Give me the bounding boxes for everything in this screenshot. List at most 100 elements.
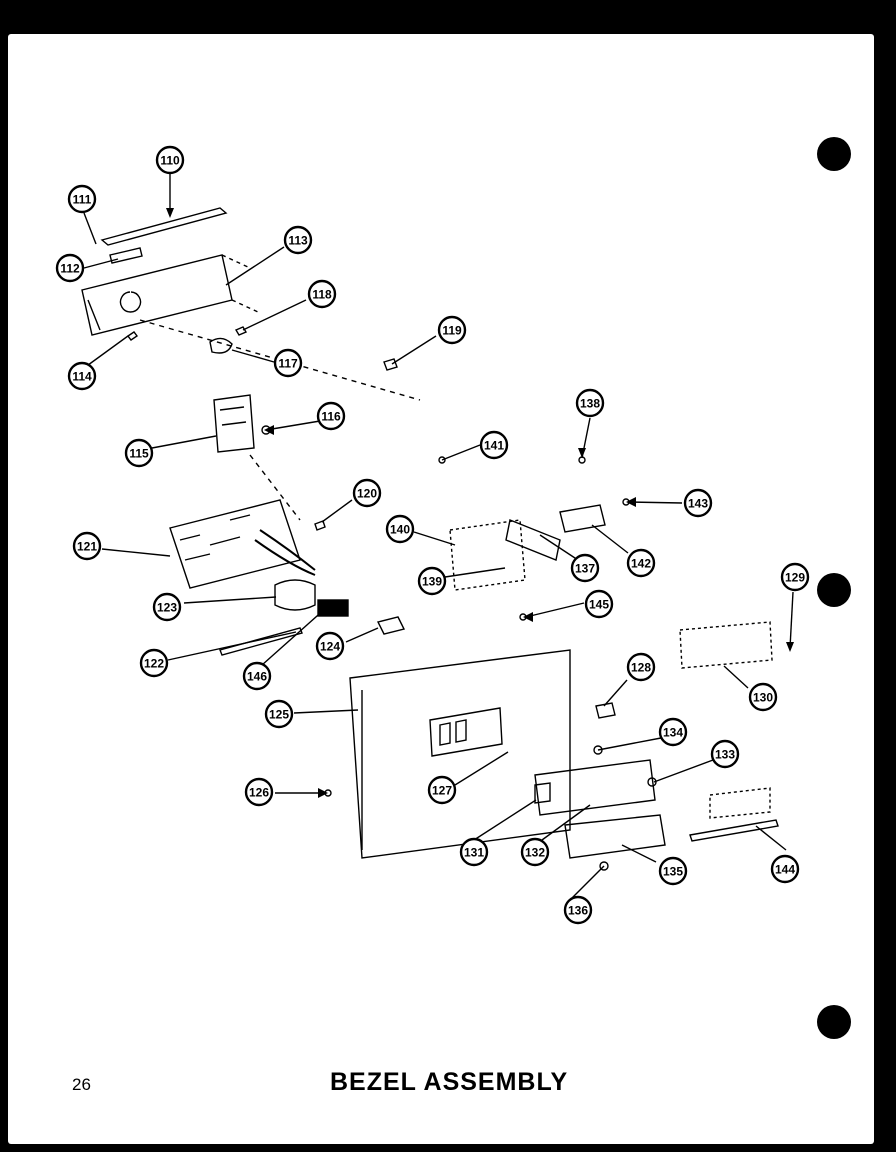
callout-circle xyxy=(748,682,778,712)
callout-130: 130 xyxy=(748,682,778,712)
callout-circle xyxy=(710,739,740,769)
callout-label: 116 xyxy=(321,410,341,424)
callout-label: 142 xyxy=(631,557,651,571)
callout-142: 142 xyxy=(626,548,656,578)
callout-140: 140 xyxy=(385,514,415,544)
binder-hole-top xyxy=(817,137,851,171)
diagram-title: BEZEL ASSEMBLY xyxy=(330,1068,569,1096)
callout-label: 126 xyxy=(249,786,269,800)
callout-circle xyxy=(155,145,185,175)
callout-136: 136 xyxy=(563,895,593,925)
callout-circle xyxy=(770,854,800,884)
callout-134: 134 xyxy=(658,717,688,747)
callout-144: 144 xyxy=(770,854,800,884)
callout-label: 138 xyxy=(580,397,600,411)
page-number: 26 xyxy=(72,1075,91,1094)
callout-146: 146 xyxy=(242,661,272,691)
callout-label: 139 xyxy=(422,575,442,589)
callout-circle xyxy=(437,315,467,345)
callout-label: 115 xyxy=(129,447,149,461)
callout-115: 115 xyxy=(124,438,154,468)
callout-label: 143 xyxy=(688,497,708,511)
binder-hole-bottom xyxy=(817,1005,851,1039)
callout-132: 132 xyxy=(520,837,550,867)
callout-circle xyxy=(479,430,509,460)
callout-circle xyxy=(683,488,713,518)
callout-circle xyxy=(67,361,97,391)
callout-label: 120 xyxy=(357,487,377,501)
binder-hole-middle xyxy=(817,573,851,607)
callout-circle xyxy=(283,225,313,255)
callout-label: 124 xyxy=(320,640,340,654)
callout-circle xyxy=(563,895,593,925)
callout-118: 118 xyxy=(307,279,337,309)
callout-circle xyxy=(352,478,382,508)
callout-122: 122 xyxy=(139,648,169,678)
callout-label: 140 xyxy=(390,523,410,537)
callout-label: 112 xyxy=(60,262,80,276)
callout-circle xyxy=(139,648,169,678)
callout-circle xyxy=(124,438,154,468)
callout-circle xyxy=(520,837,550,867)
callout-circle xyxy=(307,279,337,309)
callout-circle xyxy=(385,514,415,544)
callout-label: 137 xyxy=(575,562,595,576)
callout-label: 114 xyxy=(72,370,92,384)
callout-126: 126 xyxy=(244,777,274,807)
callout-circle xyxy=(427,775,457,805)
callout-label: 129 xyxy=(785,571,805,585)
callout-circle xyxy=(273,348,303,378)
callout-label: 146 xyxy=(247,670,267,684)
callout-133: 133 xyxy=(710,739,740,769)
callout-label: 123 xyxy=(157,601,177,615)
callout-label: 122 xyxy=(144,657,164,671)
callout-label: 135 xyxy=(663,865,683,879)
callout-141: 141 xyxy=(479,430,509,460)
callout-label: 118 xyxy=(312,288,332,302)
callout-label: 141 xyxy=(484,439,504,453)
callout-label: 128 xyxy=(631,661,651,675)
callout-label: 131 xyxy=(464,846,484,860)
callout-circle xyxy=(67,184,97,214)
callout-circle xyxy=(780,562,810,592)
callout-112: 112 xyxy=(55,253,85,283)
callout-circle xyxy=(570,553,600,583)
callout-circle xyxy=(315,631,345,661)
callout-123: 123 xyxy=(152,592,182,622)
callout-135: 135 xyxy=(658,856,688,886)
callout-121: 121 xyxy=(72,531,102,561)
callout-label: 125 xyxy=(269,708,289,722)
callout-label: 119 xyxy=(442,324,462,338)
callout-circle xyxy=(626,652,656,682)
callout-label: 110 xyxy=(160,154,180,168)
callout-131: 131 xyxy=(459,837,489,867)
callout-129: 129 xyxy=(780,562,810,592)
callout-117: 117 xyxy=(273,348,303,378)
callout-circle xyxy=(417,566,447,596)
callout-116: 116 xyxy=(316,401,346,431)
callout-circle xyxy=(316,401,346,431)
callout-circle xyxy=(584,589,614,619)
callout-label: 134 xyxy=(663,726,683,740)
callout-125: 125 xyxy=(264,699,294,729)
callout-139: 139 xyxy=(417,566,447,596)
callout-label: 117 xyxy=(278,357,298,371)
callout-circle xyxy=(658,717,688,747)
callout-label: 136 xyxy=(568,904,588,918)
callout-label: 145 xyxy=(589,598,609,612)
callout-circle xyxy=(244,777,274,807)
callout-143: 143 xyxy=(683,488,713,518)
callout-111: 111 xyxy=(67,184,97,214)
callout-114: 114 xyxy=(67,361,97,391)
callout-120: 120 xyxy=(352,478,382,508)
callout-119: 119 xyxy=(437,315,467,345)
callout-145: 145 xyxy=(584,589,614,619)
callout-label: 111 xyxy=(73,193,92,207)
callout-circle xyxy=(658,856,688,886)
callout-137: 137 xyxy=(570,553,600,583)
callout-label: 113 xyxy=(288,234,308,248)
callout-label: 127 xyxy=(432,784,452,798)
callout-124: 124 xyxy=(315,631,345,661)
callout-110: 110 xyxy=(155,145,185,175)
